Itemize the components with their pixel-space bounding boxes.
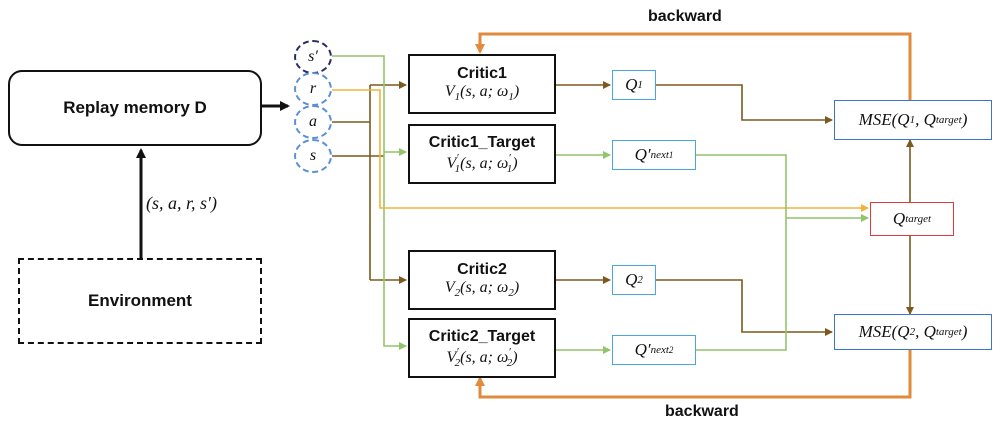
reward-node: r — [294, 72, 332, 106]
critic2-target-title: Critic2_Target — [428, 327, 536, 345]
critic1-target-title: Critic1_Target — [428, 133, 536, 151]
state-node: s — [294, 139, 332, 173]
reward-text: r — [309, 80, 317, 97]
s-prime-text: s′ — [308, 48, 318, 65]
qnext-bus — [696, 154, 787, 351]
critic1-function: V1(s, a; ω1) — [444, 83, 520, 103]
critic2-function: V2(s, a; ω2) — [444, 279, 520, 299]
critic2-target-function: V′2(s, a; ω′2) — [446, 345, 518, 369]
q2-to-mse2-arrow — [656, 279, 833, 336]
s-prime-node: s′ — [294, 40, 332, 74]
critic2-target-box: Critic2_Target V′2(s, a; ω′2) — [408, 318, 556, 378]
state-text: s — [309, 147, 317, 164]
environment-label: Environment — [88, 291, 192, 310]
backward-top-label: backward — [648, 8, 722, 25]
backward-top-arrow — [475, 32, 912, 100]
critic2-box: Critic2 V2(s, a; ω2) — [408, 250, 556, 310]
action-text: a — [309, 113, 317, 130]
critic1-box: Critic1 V1(s, a; ω1) — [408, 54, 556, 114]
critic1-target-box: Critic1_Target V′1(s, a; ω′1) — [408, 124, 556, 184]
critic2-title: Critic2 — [457, 261, 507, 278]
replay-memory-box: Replay memory D — [8, 70, 262, 146]
replay-memory-label: Replay memory D — [63, 98, 207, 117]
s-prime-bus — [332, 55, 407, 350]
critic1-target-function: V′1(s, a; ω′1) — [446, 151, 518, 175]
action-node: a — [294, 105, 332, 139]
backward-bottom-arrow — [475, 350, 912, 399]
environment-box: Environment — [18, 258, 262, 344]
q1-to-mse1-arrow — [656, 84, 833, 124]
reward-line — [332, 89, 869, 212]
critic1-title: Critic1 — [457, 65, 507, 82]
transition-label: (s, a, r, s′) — [146, 193, 217, 213]
backward-bottom-label: backward — [665, 403, 739, 420]
